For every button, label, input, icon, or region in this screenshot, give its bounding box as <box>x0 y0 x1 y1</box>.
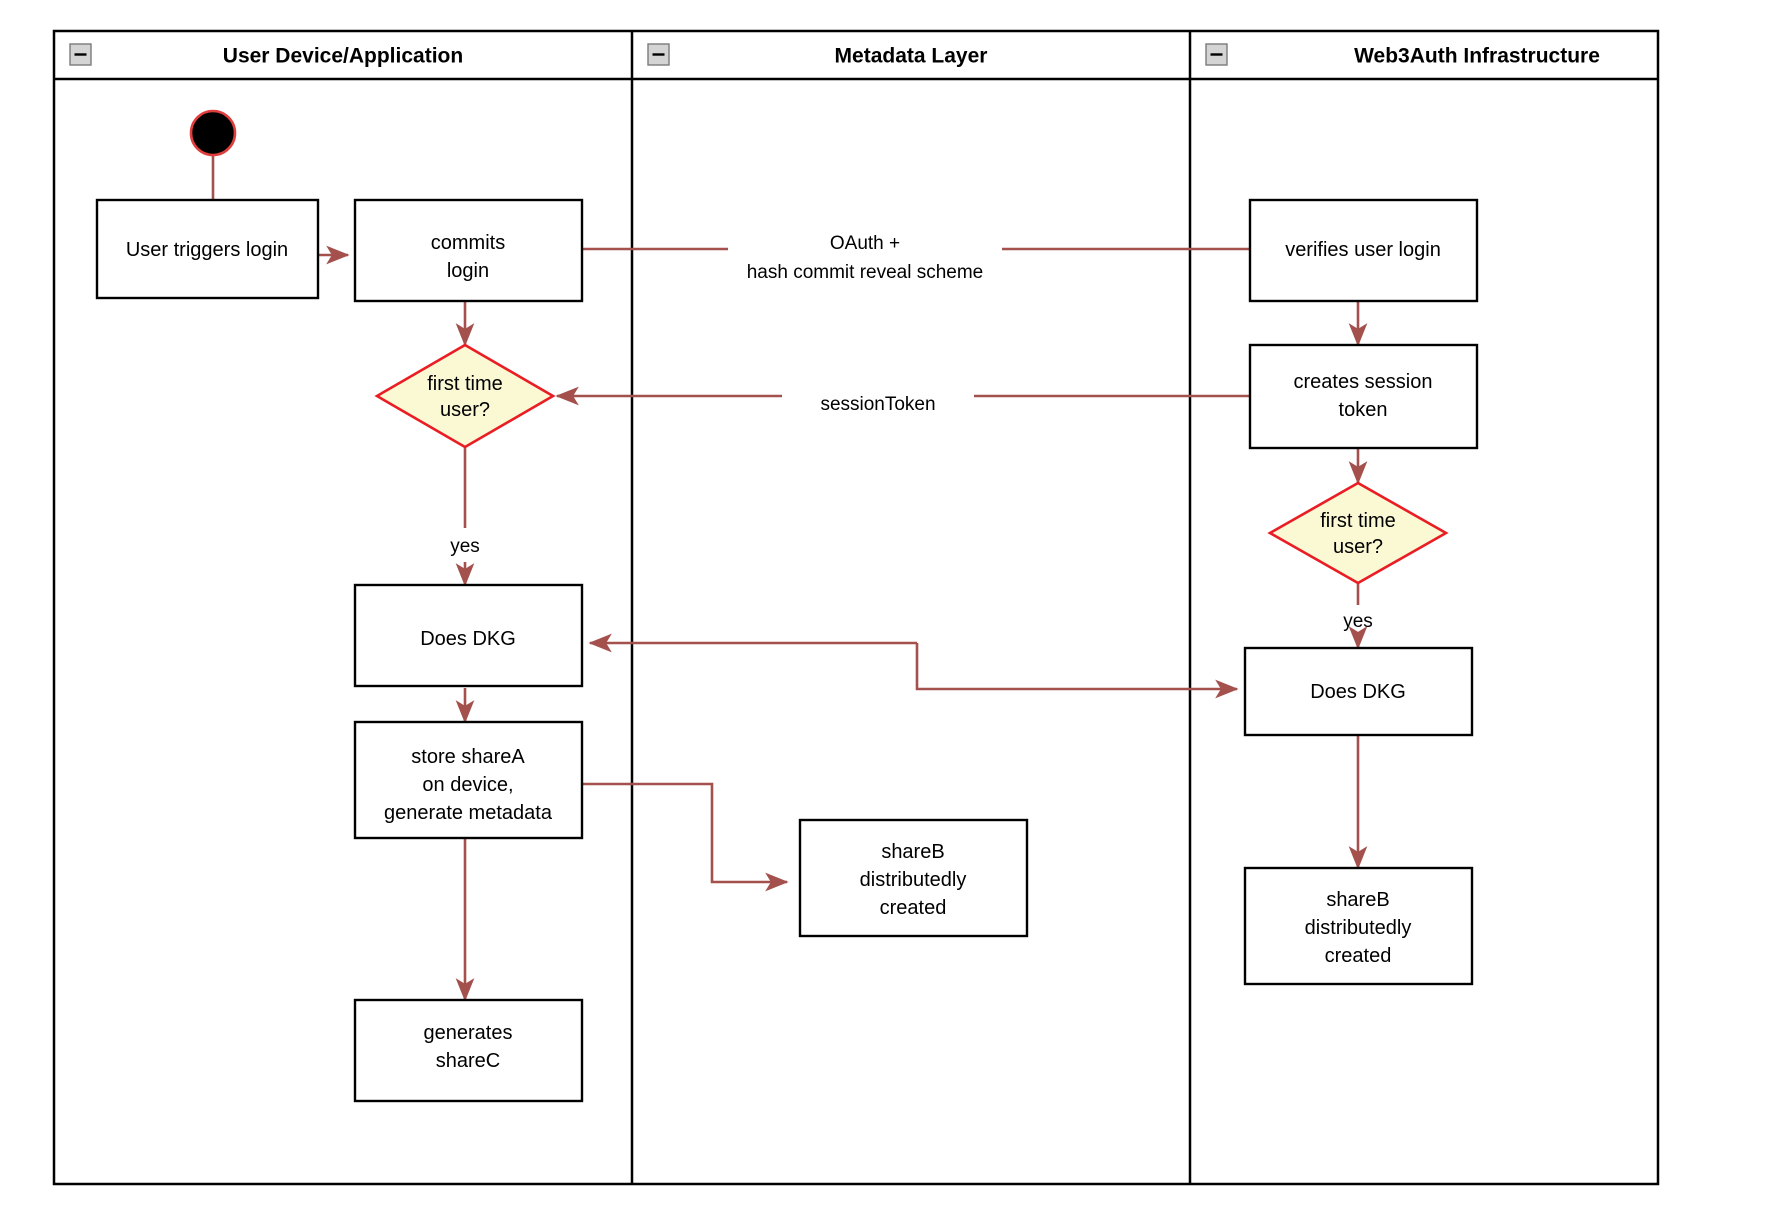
edge-label-oauth-line-2: hash commit reveal scheme <box>747 262 984 283</box>
node-label-line-2: token <box>1339 399 1388 421</box>
node-label-line-1: creates session <box>1294 371 1433 393</box>
node-label-line-1: store shareA <box>411 746 525 768</box>
node-user-triggers-login[interactable]: User triggers login <box>95 198 320 300</box>
node-share-b-metadata[interactable]: shareB distributedly created <box>798 818 1029 938</box>
node-label-line-2: user? <box>440 399 490 421</box>
node-commits-login[interactable]: commits login <box>353 198 584 303</box>
edge-label-yes-right: yes <box>1343 611 1373 632</box>
node-label-line-3: generate metadata <box>384 802 553 824</box>
lane-title-user-device: User Device/Application <box>223 45 463 68</box>
node-label-line-1: shareB <box>1326 889 1389 911</box>
node-does-dkg-left[interactable]: Does DKG <box>353 583 584 688</box>
lane-header-metadata-layer[interactable]: Metadata Layer <box>647 43 988 68</box>
minus-icon[interactable] <box>69 43 92 66</box>
node-label-line-1: first time <box>427 373 503 395</box>
node-label-line-2: distributedly <box>1305 917 1412 939</box>
node-verifies-user-login[interactable]: verifies user login <box>1248 198 1479 303</box>
node-does-dkg-right[interactable]: Does DKG <box>1243 646 1474 737</box>
lane-header-web3auth[interactable]: Web3Auth Infrastructure <box>1205 43 1600 68</box>
minus-icon[interactable] <box>1205 43 1228 66</box>
lane-header-user-device[interactable]: User Device/Application <box>69 43 463 68</box>
minus-icon[interactable] <box>647 43 670 66</box>
start-node[interactable] <box>189 109 237 157</box>
node-label: verifies user login <box>1285 239 1441 261</box>
node-label-line-2: distributedly <box>860 869 967 891</box>
node-label-line-1: generates <box>424 1022 513 1044</box>
node-label: Does DKG <box>1310 681 1406 703</box>
flow-edges <box>211 150 1368 1002</box>
node-label-line-2: shareC <box>436 1050 500 1072</box>
lane-title-metadata-layer: Metadata Layer <box>835 45 988 68</box>
node-store-share-a[interactable]: store shareA on device, generate metadat… <box>353 720 584 840</box>
edge-label-session-token: sessionToken <box>820 394 935 415</box>
node-generates-share-c[interactable]: generates shareC <box>353 998 584 1103</box>
node-label-line-1: commits <box>431 232 505 254</box>
node-label-line-1: first time <box>1320 510 1396 532</box>
node-label-line-3: created <box>880 897 947 919</box>
edge-label-oauth-line-1: OAuth + <box>830 233 900 254</box>
edge-store-share-a-to-share-b-metadata <box>582 782 789 892</box>
node-label-line-2: login <box>447 260 489 282</box>
node-label-line-1: shareB <box>881 841 944 863</box>
node-creates-session-token[interactable]: creates session token <box>1248 343 1479 450</box>
node-label-line-3: created <box>1325 945 1392 967</box>
edge-metadata-to-does-dkg-right <box>915 643 1239 699</box>
node-label: Does DKG <box>420 628 516 650</box>
node-label-line-2: on device, <box>422 774 513 796</box>
node-label-line-2: user? <box>1333 536 1383 558</box>
edge-label-oauth: OAuth + hash commit reveal scheme <box>747 233 984 283</box>
node-decision-first-time-user-right[interactable]: first time user? <box>1267 481 1449 585</box>
node-label: User triggers login <box>126 239 288 261</box>
edge-label-yes-left: yes <box>450 536 480 557</box>
node-share-b-web3auth[interactable]: shareB distributedly created <box>1243 866 1474 986</box>
node-decision-first-time-user-left[interactable]: first time user? <box>374 343 556 449</box>
lane-title-web3auth: Web3Auth Infrastructure <box>1354 45 1600 68</box>
